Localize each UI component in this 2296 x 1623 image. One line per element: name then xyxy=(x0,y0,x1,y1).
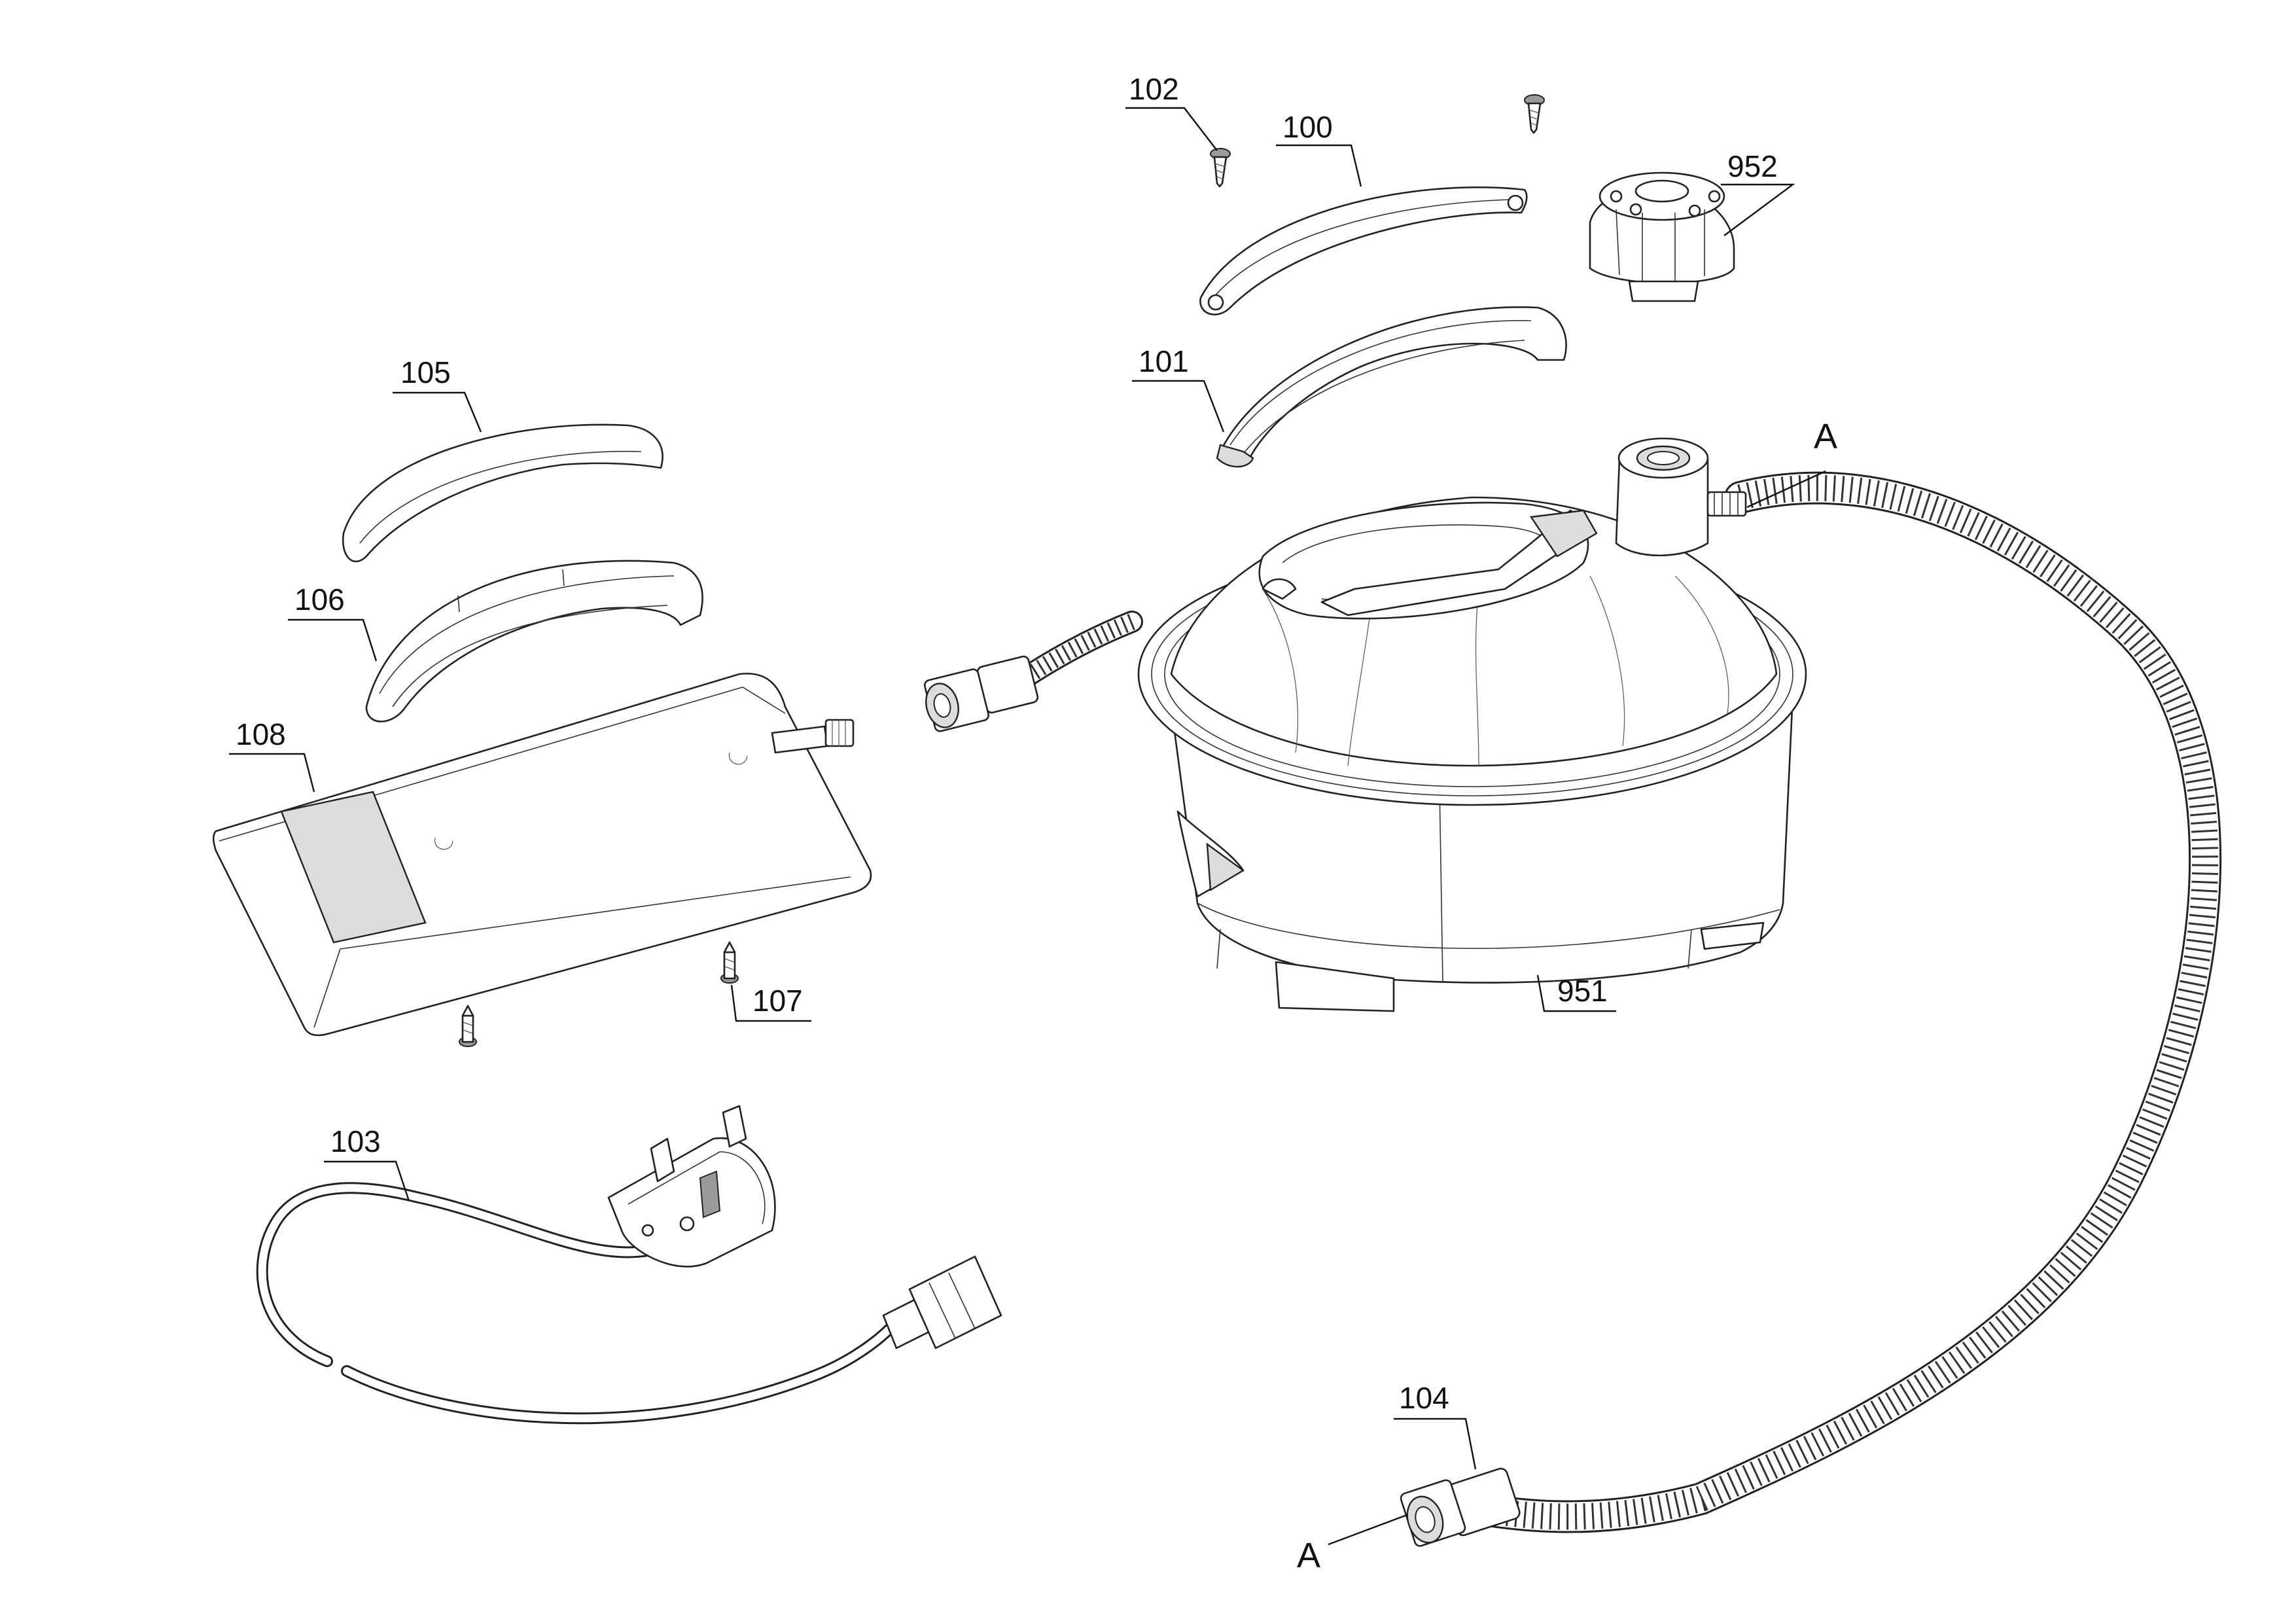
callout-107: 107 xyxy=(752,984,803,1018)
callout-102: 102 xyxy=(1129,72,1179,106)
callout-952: 952 xyxy=(1727,149,1778,183)
callout-106: 106 xyxy=(294,582,345,616)
screw-107-b xyxy=(459,1005,477,1047)
callout-105: 105 xyxy=(400,355,451,389)
hose-coupling xyxy=(923,655,1039,732)
base-handle-frame xyxy=(365,560,703,722)
hose-end-connector xyxy=(1400,1467,1521,1547)
section-mark-bottom: A xyxy=(1297,1536,1320,1575)
callout-108: 108 xyxy=(236,717,286,751)
top-handle-cover xyxy=(1199,186,1528,315)
water-tank-cap xyxy=(1589,171,1735,302)
top-handle-frame xyxy=(1216,306,1567,468)
callout-103: 103 xyxy=(330,1124,381,1158)
callout-104: 104 xyxy=(1399,1381,1449,1415)
screw-107-a xyxy=(720,941,739,984)
base-plate xyxy=(212,672,872,1037)
leader-lines xyxy=(229,107,1826,1546)
section-mark-top: A xyxy=(1814,417,1837,456)
callout-101: 101 xyxy=(1139,344,1189,378)
boiler-body xyxy=(1010,437,1807,1012)
callout-951: 951 xyxy=(1557,974,1608,1008)
power-cord xyxy=(256,1105,1002,1425)
screw-102 xyxy=(1210,148,1231,188)
callout-labels: 102 100 952 101 105 106 108 107 951 103 … xyxy=(236,72,1837,1575)
callout-100: 100 xyxy=(1282,110,1333,144)
screw-102-second xyxy=(1524,94,1545,134)
base-handle-cover xyxy=(342,423,663,563)
steam-hose xyxy=(1443,471,2222,1533)
